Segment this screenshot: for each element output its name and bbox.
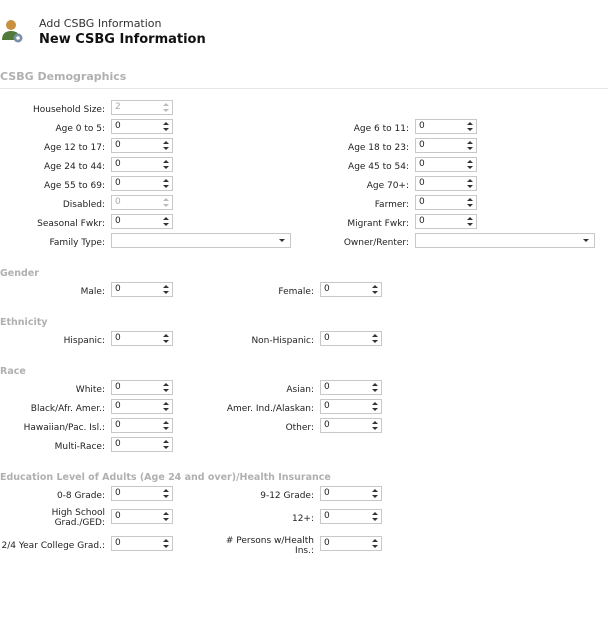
black-label: Black/Afr. Amer.: [30, 404, 105, 414]
age-6-11-label: Age 6 to 11: [353, 124, 409, 134]
white-label: White: [75, 385, 105, 395]
female-label: Female: [278, 287, 314, 297]
chevron-down-icon [583, 239, 589, 242]
male-stepper[interactable]: 0 [111, 282, 173, 297]
grade-0-8-label: 0-8 Grade: [56, 491, 105, 501]
hispanic-stepper[interactable]: 0 [111, 331, 173, 346]
seasonal-fwkr-label: Seasonal Fwkr: [37, 219, 105, 229]
owner-renter-select[interactable] [415, 233, 595, 248]
grade-9-12-stepper[interactable]: 0 [320, 486, 382, 501]
age-70-stepper[interactable]: 0 [415, 176, 477, 191]
high-school-stepper[interactable]: 0 [111, 509, 173, 524]
section-gender: Gender [0, 268, 39, 279]
grade-9-12-label: 9-12 Grade: [260, 491, 314, 501]
age-12-17-stepper[interactable]: 0 [111, 138, 173, 153]
age-45-54-stepper[interactable]: 0 [415, 157, 477, 172]
page-subtitle: Add CSBG Information [39, 17, 162, 30]
age-70-label: Age 70+: [366, 181, 409, 191]
age-12-17-label: Age 12 to 17: [44, 143, 105, 153]
non-hispanic-label: Non-Hispanic: [251, 336, 314, 346]
farmer-stepper[interactable]: 0 [415, 195, 477, 210]
farmer-label: Farmer: [374, 200, 409, 210]
seasonal-fwkr-stepper[interactable]: 0 [111, 214, 173, 229]
section-demographics: CSBG Demographics [0, 70, 127, 83]
amer-ind-label: Amer. Ind./Alaskan: [226, 404, 314, 414]
asian-stepper[interactable]: 0 [320, 380, 382, 395]
age-55-69-label: Age 55 to 69: [44, 181, 105, 191]
male-label: Male: [80, 287, 105, 297]
household-size-label: Household Size: [33, 105, 105, 115]
multi-race-label: Multi-Race: [54, 442, 105, 452]
migrant-fwkr-stepper[interactable]: 0 [415, 214, 477, 229]
user-gear-icon [2, 20, 23, 43]
family-type-label: Family Type: [49, 238, 105, 248]
section-divider [0, 88, 608, 89]
college-grad-label: 2/4 Year College Grad.: [1, 541, 106, 551]
age-0-5-label: Age 0 to 5: [55, 124, 105, 134]
hawaiian-label: Hawaiian/Pac. Isl.: [23, 423, 105, 433]
white-stepper[interactable]: 0 [111, 380, 173, 395]
disabled-label: Disabled: [62, 200, 105, 210]
age-24-44-stepper[interactable]: 0 [111, 157, 173, 172]
other-stepper[interactable]: 0 [320, 418, 382, 433]
section-race: Race [0, 366, 26, 377]
section-ethnicity: Ethnicity [0, 317, 48, 328]
age-45-54-label: Age 45 to 54: [348, 162, 409, 172]
age-18-23-stepper[interactable]: 0 [415, 138, 477, 153]
age-0-5-stepper[interactable]: 0 [111, 119, 173, 134]
plus-12-stepper[interactable]: 0 [320, 509, 382, 524]
plus-12-label: 12+: [291, 514, 314, 524]
grade-0-8-stepper[interactable]: 0 [111, 486, 173, 501]
other-label: Other: [285, 423, 314, 433]
age-6-11-stepper[interactable]: 0 [415, 119, 477, 134]
migrant-fwkr-label: Migrant Fwkr: [347, 219, 409, 229]
non-hispanic-stepper[interactable]: 0 [320, 331, 382, 346]
health-ins-stepper[interactable]: 0 [320, 536, 382, 551]
chevron-down-icon [279, 239, 285, 242]
college-grad-stepper[interactable]: 0 [111, 536, 173, 551]
hispanic-label: Hispanic: [63, 336, 105, 346]
amer-ind-stepper[interactable]: 0 [320, 399, 382, 414]
multi-race-stepper[interactable]: 0 [111, 437, 173, 452]
section-education: Education Level of Adults (Age 24 and ov… [0, 472, 331, 483]
black-stepper[interactable]: 0 [111, 399, 173, 414]
disabled-stepper: 0 [111, 195, 173, 210]
age-24-44-label: Age 24 to 44: [44, 162, 105, 172]
age-55-69-stepper[interactable]: 0 [111, 176, 173, 191]
household-size-stepper: 2 [111, 100, 173, 115]
family-type-select[interactable] [111, 233, 291, 248]
female-stepper[interactable]: 0 [320, 282, 382, 297]
hawaiian-stepper[interactable]: 0 [111, 418, 173, 433]
age-18-23-label: Age 18 to 23: [348, 143, 409, 153]
page-title: New CSBG Information [39, 32, 206, 47]
asian-label: Asian: [286, 385, 314, 395]
owner-renter-label: Owner/Renter: [343, 238, 409, 248]
